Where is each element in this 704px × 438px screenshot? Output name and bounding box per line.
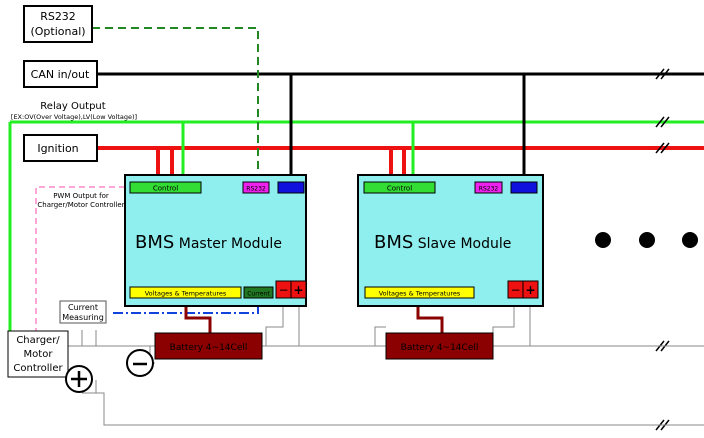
master-minus-symbol: − xyxy=(278,283,288,297)
master-control-port xyxy=(129,181,202,194)
pwm-label-line1: PWM Output for xyxy=(53,192,109,200)
slave-control-label: Control xyxy=(387,185,412,193)
minus-terminal-icon xyxy=(126,349,154,377)
plus-terminal-icon xyxy=(65,365,93,393)
bms-master-module: Control RS232 CAN BMS Master Module Volt… xyxy=(124,174,307,307)
charger-label-line2: Motor xyxy=(24,349,54,360)
more-modules-ellipsis xyxy=(595,232,698,248)
battery-1-label: Battery 4~14Cell xyxy=(170,343,248,353)
slave-rs232-label: RS232 xyxy=(479,186,499,193)
can-box: CAN in/out xyxy=(23,60,98,88)
battery-1: Battery 4~14Cell xyxy=(154,332,263,360)
charger-label-line1: Charger/ xyxy=(16,335,60,346)
relay-output-label: Relay Output xyxy=(40,101,105,112)
master-voltages-port xyxy=(129,286,242,299)
current-measuring-line2: Measuring xyxy=(62,313,104,322)
master-rs232-label: RS232 xyxy=(246,186,266,193)
master-can-port xyxy=(277,181,305,194)
pwm-label-line2: Charger/Motor Controller xyxy=(37,201,124,209)
master-can-label: CAN xyxy=(285,186,298,193)
slave-plus-terminal xyxy=(522,280,539,299)
battery2-voltage-link xyxy=(416,298,444,333)
slave-minus-symbol: − xyxy=(510,283,520,297)
rs232-dashed-line xyxy=(92,27,259,183)
slave-title: BMS Slave Module xyxy=(374,232,511,253)
slave-plus-symbol: + xyxy=(525,283,535,297)
ignition-box: Ignition xyxy=(23,134,98,162)
battery-2: Battery 4~14Cell xyxy=(385,332,494,360)
slave-can-label: CAN xyxy=(518,186,531,193)
current-measuring-box: Current Measuring xyxy=(59,300,107,324)
master-plus-symbol: + xyxy=(293,283,303,297)
master-title: BMS Master Module xyxy=(135,232,282,253)
master-plus-terminal xyxy=(290,280,307,299)
power-wiring xyxy=(59,298,704,426)
rs232-label: RS232 xyxy=(40,10,76,23)
battery-2-label: Battery 4~14Cell xyxy=(401,343,479,353)
slave-voltages-port xyxy=(364,286,475,299)
slave-rs232-port xyxy=(474,181,503,194)
master-current-label: Current xyxy=(247,291,270,298)
charger-label-line3: Controller xyxy=(13,363,63,374)
master-rs232-port xyxy=(242,181,270,194)
battery1-voltage-link xyxy=(184,298,212,333)
rs232-box: RS232 (Optional) xyxy=(23,5,93,43)
slave-voltages-label: Voltages & Temperatures xyxy=(379,290,461,298)
master-current-port xyxy=(243,286,274,299)
break-marks xyxy=(655,68,670,431)
master-voltages-label: Voltages & Temperatures xyxy=(145,290,227,298)
charger-controller-box: Charger/ Motor Controller xyxy=(7,330,69,378)
slave-control-port xyxy=(363,181,436,194)
current-measuring-line1: Current xyxy=(68,303,98,312)
master-control-label: Control xyxy=(153,185,178,193)
rs232-optional-label: (Optional) xyxy=(30,25,85,38)
relay-output-sublabel: [EX:OV(Over Voltage),LV(Low Voltage)] xyxy=(11,113,137,121)
bms-slave-module: Control RS232 CAN BMS Slave Module Volta… xyxy=(357,174,544,307)
can-label: CAN in/out xyxy=(31,68,90,81)
ignition-label: Ignition xyxy=(37,142,78,155)
slave-can-port xyxy=(510,181,538,194)
